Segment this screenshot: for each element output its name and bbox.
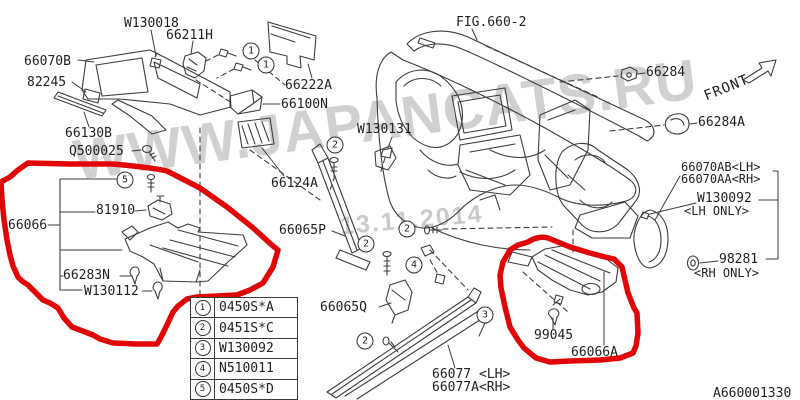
label-66283n: 66283N — [63, 268, 110, 283]
label-66066a: 66066A — [571, 345, 618, 360]
part-66066-drawing — [121, 221, 248, 283]
label-66130b: 66130B — [65, 126, 112, 141]
dash-main-body — [375, 51, 637, 251]
label-fig-ref: FIG.660-2 — [456, 15, 527, 30]
screw-c5 — [146, 173, 156, 193]
label-66066: 66066 — [8, 218, 48, 233]
part-66065q-drawing — [385, 279, 413, 324]
legend-code: 0450S*A — [219, 300, 274, 316]
clips-c4 — [420, 244, 446, 285]
label-99045: 99045 — [534, 328, 574, 343]
part-66284-drawing — [620, 66, 638, 82]
callout-2-b: 2 — [398, 220, 416, 238]
clip-66283n — [129, 266, 140, 285]
callout-4: 4 — [405, 256, 423, 274]
label-66077-lh: 66077 <LH> — [432, 367, 511, 382]
legend-code: N510011 — [219, 361, 274, 377]
part-66211h-drawing — [182, 51, 207, 79]
dashed-lines — [195, 45, 665, 313]
label-66070b: 66070B — [24, 54, 71, 69]
part-66124a-drawing — [237, 117, 275, 149]
fastener-screws-c1 — [218, 48, 252, 72]
part-66100n-drawing — [229, 89, 263, 115]
legend-code: 0450S*D — [219, 381, 274, 397]
legend-row: 1 0450S*A — [191, 298, 297, 318]
legend-callout: 4 — [194, 360, 211, 377]
callout-1-a: 1 — [242, 42, 260, 60]
red-outline-left — [0, 160, 281, 347]
red-outline-right — [497, 234, 641, 365]
legend-row: 5 0450S*D — [191, 378, 297, 399]
part-66222a-drawing — [267, 21, 317, 69]
label-66065p: 66065P — [279, 223, 326, 238]
clip-w130112 — [152, 281, 163, 300]
label-66124a: 66124A — [271, 176, 318, 191]
dash-top-strip — [406, 30, 655, 142]
label-w130112: W130112 — [84, 284, 139, 299]
callout-3: 3 — [476, 306, 494, 324]
label-w130018: W130018 — [124, 16, 179, 31]
label-rh-only: <RH ONLY> — [694, 266, 760, 280]
legend-code: 0451S*C — [219, 320, 274, 336]
label-82245: 82245 — [27, 75, 67, 90]
legend-row: 3 W130092 — [191, 337, 297, 359]
fastener-legend-table: 1 0450S*A 2 0451S*C 3 W130092 4 N510011 5 045… — [190, 297, 298, 400]
legend-callout: 5 — [194, 381, 211, 398]
label-66100n: 66100N — [281, 97, 328, 112]
label-66284: 66284 — [646, 65, 686, 80]
part-w130131-drawing — [380, 147, 393, 159]
front-arrow — [742, 59, 777, 84]
label-66284a: 66284A — [698, 115, 745, 130]
part-98281-drawing — [686, 255, 700, 271]
legend-code: W130092 — [219, 340, 274, 356]
part-66070b-drawing — [81, 49, 232, 135]
callout-2-a: 2 — [326, 136, 344, 154]
label-66070aa-rh: 66070AA<RH> — [681, 172, 761, 186]
part-66070ab-drawing — [633, 209, 669, 269]
label-66065q: 66065Q — [320, 300, 367, 315]
label-66070ab-lh: 66070AB<LH> — [681, 160, 761, 174]
label-66211h: 66211H — [166, 28, 213, 43]
label-98281: 98281 — [719, 252, 759, 267]
drawing-id: A660001330 — [713, 386, 792, 400]
screws-c2 — [329, 156, 443, 353]
legend-callout: 3 — [194, 340, 211, 357]
column-shroud-drawing — [555, 142, 641, 239]
legend-row: 4 N510011 — [191, 358, 297, 379]
part-81910-drawing — [147, 195, 173, 221]
callout-5: 5 — [116, 171, 134, 189]
leader-lines — [71, 28, 779, 369]
legend-callout: 2 — [194, 320, 211, 337]
label-lh-only: <LH ONLY> — [684, 204, 750, 218]
callout-2-c: 2 — [357, 235, 375, 253]
legend-row: 2 0451S*C — [191, 317, 297, 338]
callout-1-b: 1 — [257, 56, 275, 74]
part-82245-drawing — [82, 88, 101, 104]
legend-callout: 1 — [194, 299, 211, 316]
part-66130b-drawing — [53, 91, 107, 117]
part-66284a-drawing — [664, 113, 690, 135]
label-81910: 81910 — [96, 203, 136, 218]
part-q500025-drawing — [141, 144, 157, 162]
label-w130092: W130092 — [697, 191, 752, 206]
label-w130131: W130131 — [357, 122, 412, 137]
label-66077a-rh: 66077A<RH> — [432, 380, 511, 395]
callout-2-d: 2 — [356, 332, 374, 350]
label-q500025: Q500025 — [69, 144, 124, 159]
bracket-66066-group — [47, 178, 123, 291]
label-66222a: 66222A — [285, 78, 332, 93]
